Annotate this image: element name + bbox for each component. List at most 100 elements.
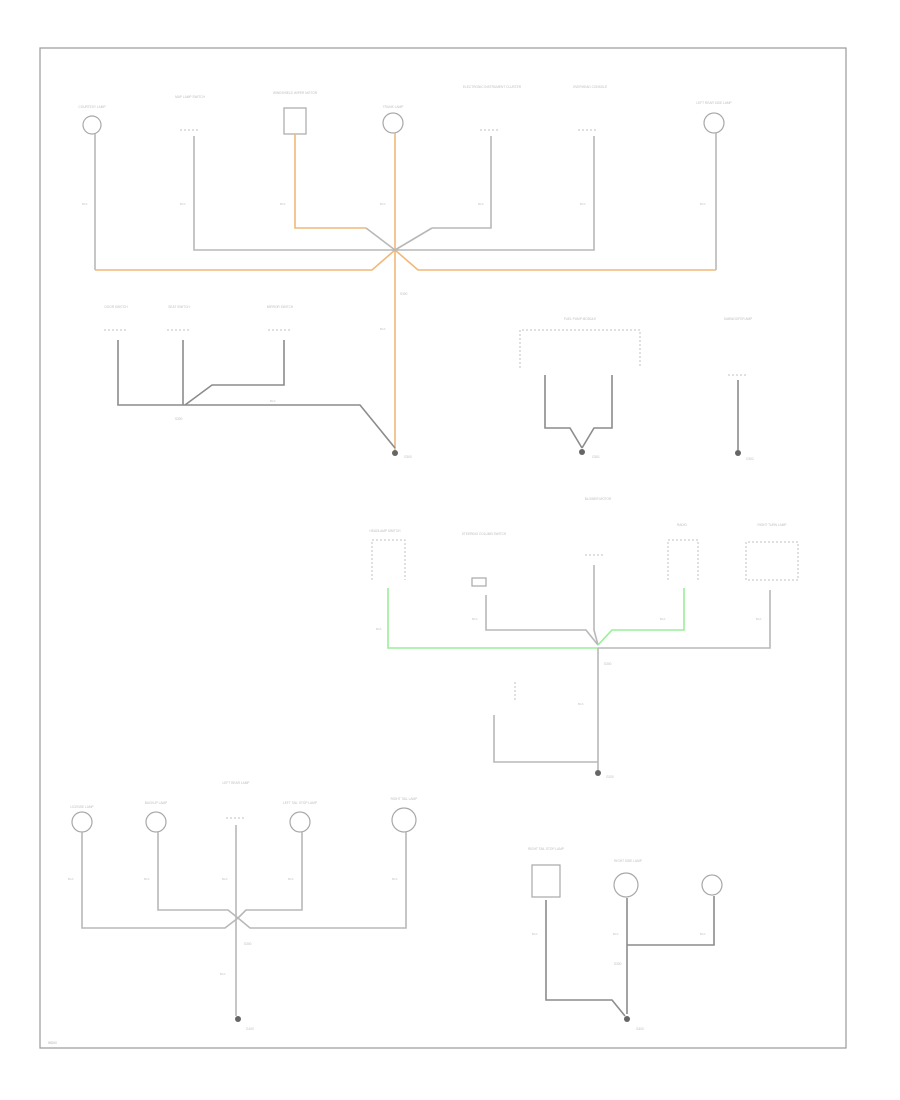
- label-backup-lamp: BACKUP LAMP: [145, 801, 168, 805]
- wire-license-lamp: [81, 832, 239, 929]
- wire-fuel-pump-right: [581, 375, 613, 449]
- splice-label-switch: S300: [175, 417, 183, 421]
- label-left-rear-lamp: LEFT REAR LAMP: [222, 781, 249, 785]
- label-right-side-lamp: RIGHT SIDE LAMP: [614, 859, 642, 863]
- wire-label-21: BLK: [532, 932, 538, 936]
- ground-label-g300: G300: [404, 455, 412, 459]
- steering-switch-symbol: [471, 577, 487, 587]
- ground-label-g301: G301: [592, 455, 600, 459]
- right-tail-lamp-symbol: [391, 807, 417, 833]
- wire-label-7: BLK: [700, 202, 706, 206]
- ground-label-g302: G302: [746, 457, 754, 461]
- wire-dash-aux: [493, 715, 598, 763]
- label-blower-motor: BLOWER MOTOR: [585, 497, 612, 501]
- switch-group: DOOR SWITCH SEAT SWITCH MIRROR SWITCH BL…: [104, 305, 412, 459]
- diagram-frame: [39, 47, 847, 1049]
- label-headlamp-switch: HEADLAMP SWITCH: [370, 529, 402, 533]
- right-side-lamp-symbol: [613, 872, 639, 898]
- label-radio: RADIO: [677, 523, 688, 527]
- wire-drop-3: [294, 134, 366, 229]
- wire-drop-5: [432, 136, 492, 229]
- wire-label-15: BLK: [68, 877, 74, 881]
- wire-drop-6: [428, 136, 595, 251]
- ground-g100: [235, 1016, 241, 1022]
- label-instrument-cluster: ELECTRONIC INSTRUMENT CLUSTER: [463, 85, 522, 89]
- ground-g301: [579, 449, 585, 455]
- wire-mirror-switch: [184, 340, 285, 406]
- wiper-motor-symbol: [283, 107, 307, 135]
- label-mirror-switch: MIRROR SWITCH: [267, 305, 294, 309]
- wire-headlamp-switch: [387, 588, 598, 649]
- label-wiper-motor: WINDSHIELD WIPER MOTOR: [273, 91, 318, 95]
- wire-label-17: BLK: [222, 877, 228, 881]
- wire-label-11: BLK: [472, 617, 478, 621]
- splice-label-right-rear: S300: [614, 962, 622, 966]
- label-left-tail-stop-lamp: LEFT TAIL STOP LAMP: [283, 801, 317, 805]
- wire-merge-2: [365, 227, 396, 251]
- wire-label-14: BLK: [578, 702, 584, 706]
- wire-label-4: BLK: [380, 202, 386, 206]
- wire-label-12: BLK: [660, 617, 666, 621]
- wire-backup-lamp: [157, 832, 239, 919]
- courtesy-lamp-symbol: [82, 115, 102, 135]
- dash-group: HEADLAMP SWITCH STEERING COLUMN SWITCH B…: [370, 497, 799, 779]
- right-marker-lamp-symbol: [701, 874, 723, 896]
- wire-right-marker-lamp: [627, 896, 715, 946]
- wire-label-3: BLK: [280, 202, 286, 206]
- wire-label-10: BLK: [376, 627, 382, 631]
- ground-g400: [624, 1016, 630, 1022]
- wire-switch-bus: [185, 404, 396, 449]
- right-turn-lamp-box: [745, 541, 799, 581]
- wire-right-turn-lamp: [598, 590, 771, 649]
- wire-label-9: BLK: [270, 399, 276, 403]
- fuel-pump-group: FUEL PUMP MODULE G301 SUBWOOFER AMP G302: [519, 317, 754, 461]
- wire-blower-motor: [593, 565, 599, 646]
- splice-label-dash: S300: [604, 662, 612, 666]
- wire-label-16: BLK: [144, 877, 150, 881]
- wire-label-1: BLK: [82, 202, 88, 206]
- label-trunk-lamp: TRUNK LAMP: [383, 105, 404, 109]
- wire-bus-right: [394, 249, 716, 271]
- wire-door-switch: [117, 340, 185, 406]
- label-seat-switch: SEAT SWITCH: [168, 305, 190, 309]
- fuel-pump-module-box: [519, 329, 641, 368]
- wire-right-tail-lamp: [237, 832, 407, 929]
- trunk-lamp-symbol: [382, 112, 404, 134]
- diagram-code: WD00: [48, 1041, 57, 1045]
- right-rear-group: RIGHT TAIL STOP LAMP RIGHT SIDE LAMP BLK…: [528, 847, 723, 1031]
- ground-g200: [595, 770, 601, 776]
- label-overhead-console: OVERHEAD CONSOLE: [573, 85, 607, 89]
- label-steering-column-switch: STEERING COLUMN SWITCH: [462, 532, 507, 536]
- splice-label-rear: S300: [244, 942, 252, 946]
- wire-label-23: BLK: [700, 932, 706, 936]
- label-license-lamp: LICENSE LAMP: [70, 805, 93, 809]
- wire-label-18: BLK: [288, 877, 294, 881]
- label-map-lamp-switch: MAP LAMP SWITCH: [175, 95, 206, 99]
- left-tail-stop-lamp-symbol: [289, 811, 311, 833]
- wire-merge-3: [394, 227, 433, 251]
- label-door-switch: DOOR SWITCH: [104, 305, 128, 309]
- label-subwoofer-amp: SUBWOOFER AMP: [724, 317, 753, 321]
- ground-g302: [735, 450, 741, 456]
- label-courtesy-lamp: COURTESY LAMP: [78, 105, 105, 109]
- wire-label-5: BLK: [478, 202, 484, 206]
- label-fuel-pump-module: FUEL PUMP MODULE: [564, 317, 597, 321]
- rear-lamp-group: LICENSE LAMP BACKUP LAMP LEFT REAR LAMP …: [68, 781, 417, 1031]
- wire-steering-switch: [485, 595, 599, 646]
- wire-label-20: BLK: [220, 972, 226, 976]
- wire-label-8: BLK: [380, 327, 386, 331]
- wire-left-tail-stop: [237, 832, 303, 919]
- top-group: COURTESY LAMP MAP LAMP SWITCH WINDSHIELD…: [78, 85, 732, 452]
- ground-label-g200: G200: [606, 775, 614, 779]
- radio-box: [667, 539, 699, 580]
- label-left-rear-side-lamp: LEFT REAR SIDE LAMP: [696, 101, 731, 105]
- ground-label-g400: G400: [636, 1027, 644, 1031]
- ground-label-g100: G100: [246, 1027, 254, 1031]
- wire-label-6: BLK: [580, 202, 586, 206]
- right-tail-stop-lamp-symbol: [531, 864, 561, 898]
- wire-label-2: BLK: [180, 202, 186, 206]
- backup-lamp-symbol: [145, 811, 167, 833]
- splice-label-top: S300: [400, 292, 408, 296]
- wire-radio: [597, 588, 685, 646]
- wire-bus-left: [95, 249, 396, 271]
